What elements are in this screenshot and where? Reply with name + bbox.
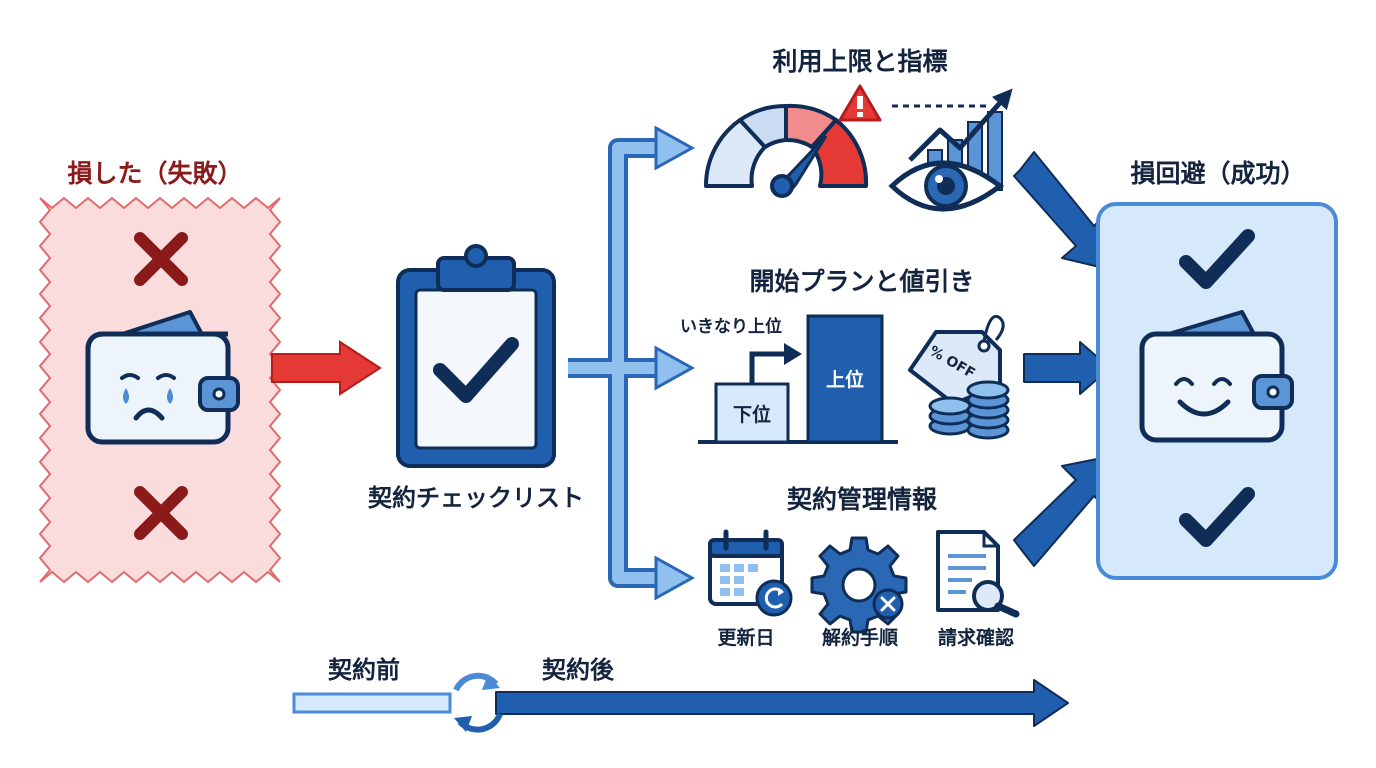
management-item-cancel: 解約手順 [822,626,899,649]
coins-icon [928,380,1010,440]
check-icon [1179,487,1255,547]
clipboard-check-icon [396,244,556,468]
plan-section: 開始プランと値引き いきなり上位 下位 上位 % OFF [680,267,1010,444]
plan-title: 開始プランと値引き [749,267,974,296]
upper-plan-label: 上位 [826,368,864,391]
limits-section: 利用上限と指標 [703,47,1013,212]
plan-jump-label: いきなり上位 [680,316,782,337]
gear-cancel-icon [810,536,908,634]
red-arrow [271,340,382,396]
jump-arrow [749,351,788,384]
cross-icon [134,232,188,286]
calendar-icon [708,529,793,617]
upper-plan-box: 上位 [806,314,884,444]
lower-plan-label: 下位 [733,403,771,426]
timeline: 契約前 契約後 [292,656,1069,733]
management-title: 契約管理情報 [787,485,938,514]
sad-wallet-icon [85,310,240,445]
success-title: 損回避（成功） [1130,159,1305,188]
checklist-section: 契約チェックリスト [368,244,584,512]
check-icon [1179,229,1255,289]
timeline-after-label: 契約後 [542,656,615,684]
checklist-title: 契約チェックリスト [368,484,584,512]
speedometer-icon [703,103,869,198]
document-search-icon [936,530,1020,618]
branch-arrows [568,125,696,601]
timeline-before-label: 契約前 [328,656,400,684]
failure-title: 損した（失敗） [67,159,242,188]
warning-icon [838,84,882,122]
management-section: 契約管理情報 更新日 解約手順 [708,485,1020,649]
management-item-billing: 請求確認 [938,626,1014,649]
happy-wallet-icon [1139,310,1294,443]
success-arrows [1013,151,1113,567]
management-item-renewal: 更新日 [717,626,774,649]
timeline-after-arrow [495,679,1069,727]
lower-plan-box: 下位 [714,382,790,444]
cycle-icon [453,672,503,733]
cross-icon [134,486,188,540]
success-panel: 損回避（成功） [1096,159,1338,580]
timeline-before-bar [292,692,452,714]
failure-panel: 損した（失敗） [38,159,282,584]
limits-title: 利用上限と指標 [772,47,947,76]
eye-chart-icon [888,88,1013,212]
